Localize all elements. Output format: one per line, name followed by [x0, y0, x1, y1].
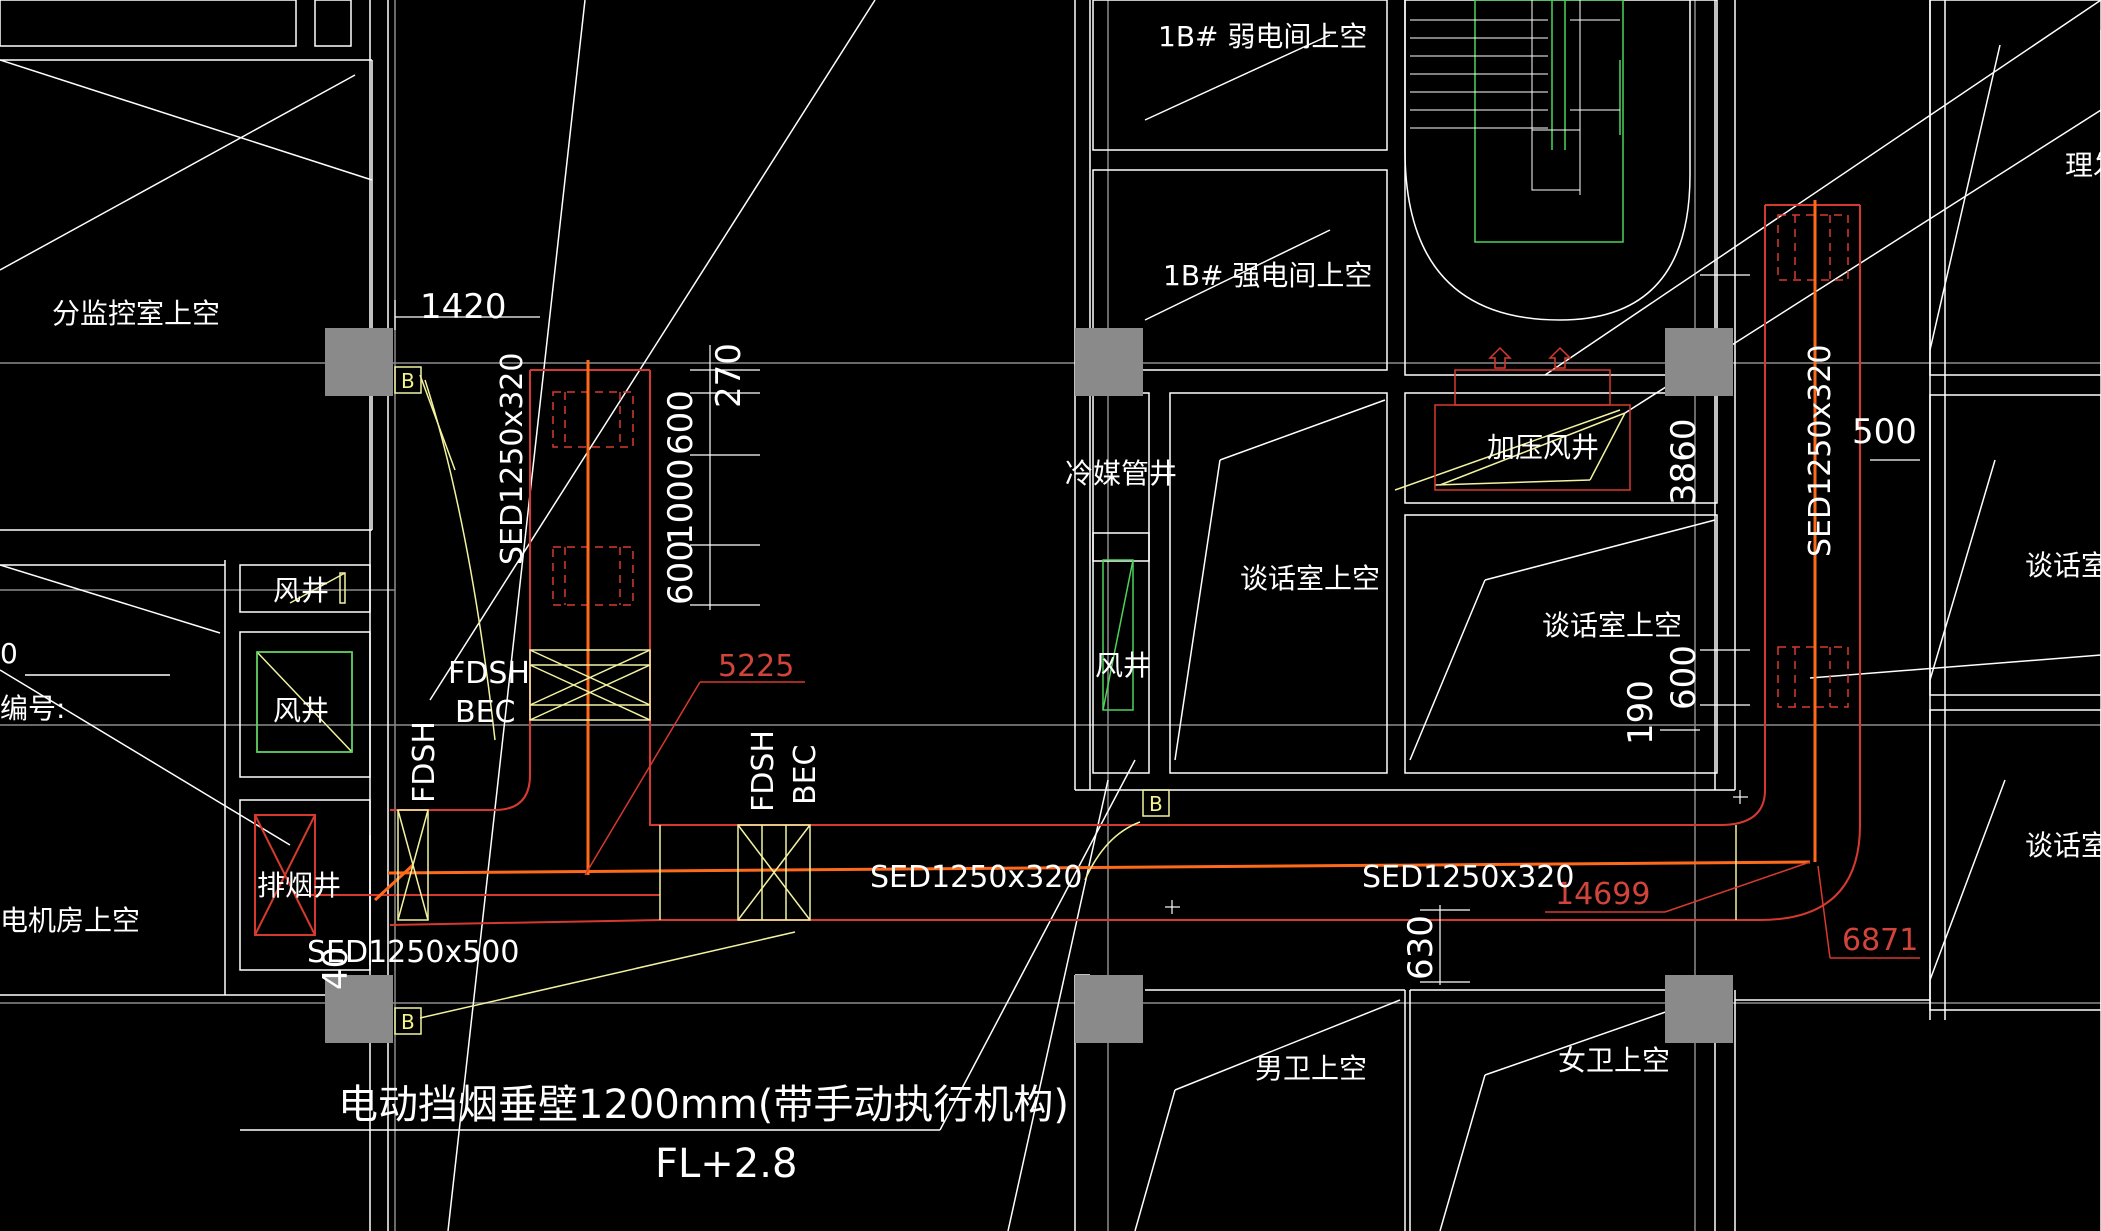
- column-d: [325, 975, 393, 1043]
- damper-fdsh-3: FDSH: [746, 730, 781, 812]
- red-dimension-leaders: [584, 681, 1920, 959]
- label-pressurization-fan: 加压风井: [1487, 431, 1599, 464]
- dim-3860: 3860: [1664, 418, 1704, 505]
- label-weak-electric: 1B# 弱电间上空: [1158, 20, 1367, 53]
- label-meeting-d: 谈话室上: [2025, 829, 2101, 862]
- notes: 电动挡烟垂壁1200mm(带手动执行机构) FL+2.8: [338, 1082, 1069, 1187]
- label-refrigerant-shaft: 冷媒管井: [1065, 457, 1177, 490]
- label-air-shaft-2: 风井: [273, 694, 329, 727]
- fire-dampers: [256, 374, 1737, 1019]
- duct-label-horizontal-right: SED1250x320: [1362, 860, 1574, 895]
- dim-1420: 1420: [420, 287, 507, 327]
- green-elements: [256, 0, 1624, 753]
- label-womens-wc: 女卫上空: [1558, 1044, 1670, 1077]
- damper-bec-1: BEC: [455, 695, 515, 730]
- dim-600-b: 600: [661, 540, 701, 605]
- duct-label-vertical-left: SED1250x320: [495, 353, 530, 565]
- dimension-lines: [394, 274, 1920, 985]
- pressurization-fan-unit: [1434, 346, 1631, 491]
- label-number: 编号:: [0, 692, 65, 725]
- dim-600-c: 600: [1664, 645, 1704, 710]
- label-barber: 理发: [2065, 149, 2101, 182]
- dimension-values: 1420 500 270 600 1000 600 3860 600 190 6…: [316, 287, 1917, 990]
- label-air-shaft-1: 风井: [273, 574, 329, 607]
- column-a: [325, 328, 393, 396]
- duct-label-lower-left: SED1250x500: [307, 935, 519, 970]
- dim-600-a: 600: [661, 390, 701, 455]
- label-meeting-c: 谈话室上: [2025, 549, 2101, 582]
- duct-label-vertical-right: SED1250x320: [1803, 345, 1838, 557]
- dim-14699: 14699: [1555, 877, 1650, 912]
- dim-630: 630: [1401, 915, 1441, 980]
- label-air-shaft-3: 风井: [1095, 649, 1151, 682]
- red-dimension-values: 5225 14699 6871: [718, 649, 1918, 958]
- label-meeting-a: 谈话室上空: [1240, 562, 1380, 595]
- columns: [325, 328, 1733, 1043]
- cross-markers: [1165, 790, 1748, 914]
- label-smoke-exhaust-shaft: 排烟井: [257, 869, 341, 902]
- label-motor-room: 电机房上空: [0, 904, 140, 937]
- damper-labels: FDSH BEC FDSH FDSH BEC: [407, 656, 823, 812]
- label-edge-fragment: 0: [0, 637, 18, 670]
- tag-b-box-3: [394, 1007, 422, 1035]
- duct-label-horizontal-mid: SED1250x320: [870, 860, 1082, 895]
- damper-fdsh-1: FDSH: [448, 656, 530, 691]
- column-e: [1075, 975, 1143, 1043]
- dim-6871: 6871: [1842, 923, 1918, 958]
- label-sub-monitor: 分监控室上空: [52, 297, 220, 330]
- diffusers: [552, 214, 1849, 708]
- room-labels: 1B# 弱电间上空 1B# 强电间上空 分监控室上空 冷媒管井 谈话室上空 谈话…: [0, 20, 2101, 1085]
- dim-270: 270: [709, 343, 749, 408]
- duct-centerline: [373, 200, 1817, 902]
- dim-5225: 5225: [718, 649, 794, 684]
- tag-b-1: B: [401, 369, 415, 393]
- column-f: [1665, 975, 1733, 1043]
- label-meeting-b: 谈话室上空: [1542, 609, 1682, 642]
- note-smoke-barrier: 电动挡烟垂壁1200mm(带手动执行机构): [338, 1082, 1069, 1128]
- label-strong-electric: 1B# 强电间上空: [1163, 259, 1372, 292]
- tag-b-2: B: [1149, 792, 1163, 816]
- column-c: [1665, 328, 1733, 396]
- column-b: [1075, 328, 1143, 396]
- tag-b-box-1: [394, 366, 422, 394]
- tag-b-3: B: [401, 1010, 415, 1034]
- dim-190: 190: [1621, 680, 1661, 745]
- note-floor-level: FL+2.8: [655, 1141, 797, 1187]
- label-mens-wc: 男卫上空: [1255, 1052, 1367, 1085]
- dim-1000: 1000: [661, 458, 701, 545]
- duct-outlines: [254, 204, 1861, 936]
- tag-b-box-2: [1142, 789, 1170, 817]
- b-tags: B B B: [394, 366, 1170, 1035]
- dim-500: 500: [1852, 412, 1917, 452]
- stair-treads: [1410, 0, 1620, 195]
- damper-fdsh-2: FDSH: [407, 721, 442, 803]
- dim-40: 40: [316, 947, 356, 990]
- duct-labels: SED1250x320 SED1250x320 SED1250x320 SED1…: [307, 345, 1838, 970]
- damper-bec-3: BEC: [788, 745, 823, 805]
